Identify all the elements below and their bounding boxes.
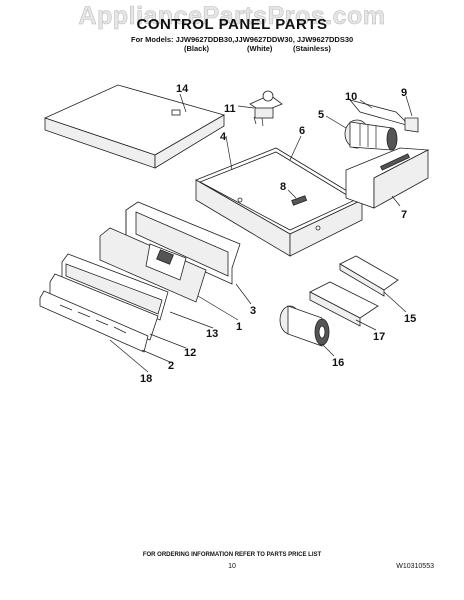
callout-9: 9 [401,87,407,99]
callout-7: 7 [401,209,407,221]
models-line: For Models: JJW9627DDB30,JJW9627DDW30, J… [131,35,354,44]
callout-3: 3 [250,305,256,317]
variant-stainless: (Stainless) [293,44,331,53]
part-spring [291,195,308,206]
callout-16: 16 [332,357,344,369]
page-title: CONTROL PANEL PARTS [136,16,328,33]
callout-10: 10 [345,91,357,103]
part-capacitor [279,305,330,347]
part-fan-shroud [345,147,430,209]
part-control-box [195,147,363,257]
callout-11: 11 [224,103,236,115]
callout-15: 15 [404,313,416,325]
callout-13: 13 [206,328,218,340]
part-bottom-trim [39,290,149,353]
callout-8: 8 [280,181,286,193]
callout-12: 12 [184,347,196,359]
callout-17: 17 [373,331,385,343]
callout-2: 2 [168,360,174,372]
part-top-cover [43,84,226,169]
part-tray [309,281,379,327]
ordering-note: FOR ORDERING INFORMATION REFER TO PARTS … [142,552,322,558]
part-cover-plate [339,255,399,297]
document-code: W10310553 [396,563,434,570]
callout-5: 5 [318,109,324,121]
callout-6: 6 [299,125,305,137]
part-control-board [99,227,207,303]
callout-14: 14 [176,83,189,95]
watermark: AppliancePartsPros.com [78,2,386,31]
part-bracket [348,99,419,133]
callout-1: 1 [236,321,242,333]
callout-4: 4 [220,131,227,143]
part-trim-panel [61,253,169,321]
variant-white: (White) [247,44,273,53]
part-switch-assembly [249,90,283,127]
variant-black: (Black) [184,44,210,53]
part-front-frame [125,201,241,285]
callout-18: 18 [140,373,152,385]
part-fan-motor [344,119,398,151]
page-number: 10 [228,563,236,570]
